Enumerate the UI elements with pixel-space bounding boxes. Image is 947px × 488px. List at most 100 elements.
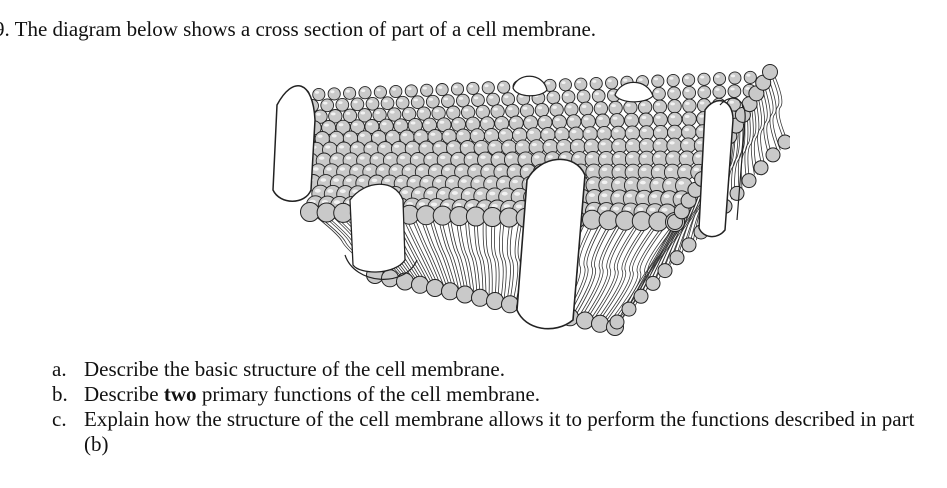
phospholipid-head	[712, 84, 727, 99]
phospholipid-head	[450, 82, 465, 96]
phospholipid-head	[435, 83, 449, 97]
phospholipid-head	[486, 292, 504, 310]
phospholipid-head	[623, 100, 638, 115]
phospholipid-head	[681, 237, 697, 253]
phospholipid-head	[320, 98, 335, 113]
phospholipid-head	[681, 111, 697, 127]
phospholipid-head	[358, 86, 372, 100]
question-header: 9. The diagram below shows a cross secti…	[0, 16, 596, 42]
phospholipid-head	[501, 92, 516, 106]
part-b-text-start: Describe	[84, 382, 164, 406]
phospholipid-head	[608, 100, 623, 116]
phospholipid-head	[381, 269, 399, 288]
phospholipid-head	[549, 102, 564, 117]
phospholipid-head	[624, 125, 641, 141]
phospholipid-head	[404, 84, 418, 98]
phospholipid-head	[456, 93, 470, 108]
phospholipid-head	[652, 99, 668, 114]
phospholipid-head	[681, 124, 697, 140]
phospholipid-head	[729, 185, 745, 201]
phospholipid-head	[633, 288, 649, 304]
phospholipid-head	[497, 80, 511, 94]
phospholipid-head	[743, 70, 757, 84]
phospholipid-head	[327, 87, 341, 101]
phospholipid-head	[762, 64, 778, 80]
part-c: c. Explain how the structure of the cell…	[52, 407, 932, 457]
phospholipid-head	[335, 97, 350, 112]
phospholipid-head	[595, 113, 611, 129]
phospholipid-head	[652, 112, 668, 128]
phospholipid-head	[441, 282, 459, 301]
phospholipid-head	[667, 111, 683, 127]
phospholipid-head	[697, 72, 711, 86]
phospholipid-head	[609, 113, 625, 129]
phospholipid-head	[667, 99, 682, 114]
phospholipid-head	[666, 73, 680, 88]
peripheral-protein	[349, 183, 406, 273]
phospholipid-head	[566, 114, 582, 130]
part-a: a. Describe the basic structure of the c…	[52, 357, 932, 382]
phospholipid-head	[380, 96, 395, 111]
phospholipid-head	[637, 99, 653, 115]
phospholipid-head	[537, 114, 553, 130]
phospholipid-head	[486, 92, 500, 107]
phospholipid-head	[682, 73, 696, 87]
phospholipid-head	[682, 85, 697, 100]
phospholipid-head	[697, 85, 712, 100]
phospholipid-head	[471, 288, 489, 307]
phospholipid-head	[712, 72, 727, 86]
part-c-text: Explain how the structure of the cell me…	[84, 407, 915, 456]
cell-membrane-diagram	[272, 64, 790, 336]
part-c-letter: c.	[52, 407, 67, 431]
phospholipid-head	[638, 112, 654, 128]
surface-protein	[512, 75, 548, 97]
phospholipid-head	[609, 314, 625, 330]
phospholipid-head	[343, 86, 357, 100]
question-prompt: The diagram below shows a cross section …	[14, 17, 597, 41]
part-a-text: Describe the basic structure of the cell…	[84, 357, 505, 381]
phospholipid-head	[389, 84, 403, 99]
phospholipid-head	[578, 101, 594, 116]
phospholipid-head	[645, 275, 661, 291]
phospholipid-head	[481, 81, 495, 95]
question-number: 9.	[0, 17, 10, 41]
phospholipid-head	[765, 147, 781, 163]
phospholipid-head	[657, 263, 673, 279]
phospholipid-head	[519, 103, 535, 118]
part-b-letter: b.	[52, 382, 68, 406]
transmembrane-protein	[516, 158, 586, 330]
phospholipid-head	[777, 134, 790, 150]
phospholipid-head	[564, 102, 579, 117]
phospholipid-head	[576, 311, 594, 330]
phospholipid-head	[667, 124, 683, 141]
phospholipid-head	[728, 71, 742, 85]
right-channel-protein	[698, 100, 734, 238]
phospholipid-head	[591, 314, 609, 333]
surface-protein	[614, 81, 654, 103]
phospholipid-head	[426, 279, 444, 297]
phospholipid-head	[534, 102, 550, 118]
phospholipid-head	[621, 301, 637, 317]
phospholipid-head	[589, 76, 603, 91]
phospholipid-head	[753, 160, 769, 176]
left-channel-protein	[272, 85, 316, 202]
phospholipid-head	[576, 89, 591, 104]
phospholipid-head	[471, 93, 485, 107]
phospholipid-head	[652, 124, 669, 141]
phospholipid-head	[682, 98, 697, 113]
phospholipid-head	[546, 90, 561, 105]
phospholipid-head	[312, 87, 326, 102]
part-b-bold-word: two	[163, 382, 197, 406]
part-a-letter: a.	[52, 357, 67, 381]
phospholipid-head	[669, 250, 685, 266]
phospholipid-head	[558, 78, 572, 92]
phospholipid-head	[551, 114, 567, 130]
phospholipid-head	[466, 81, 480, 95]
phospholipid-head	[574, 77, 588, 91]
phospholipid-head	[396, 272, 414, 291]
phospholipid-head	[651, 74, 665, 88]
phospholipid-head	[411, 275, 429, 294]
phospholipid-head	[501, 295, 519, 314]
phospholipid-head	[593, 101, 609, 116]
part-b: b. Describe two primary functions of the…	[52, 382, 932, 407]
